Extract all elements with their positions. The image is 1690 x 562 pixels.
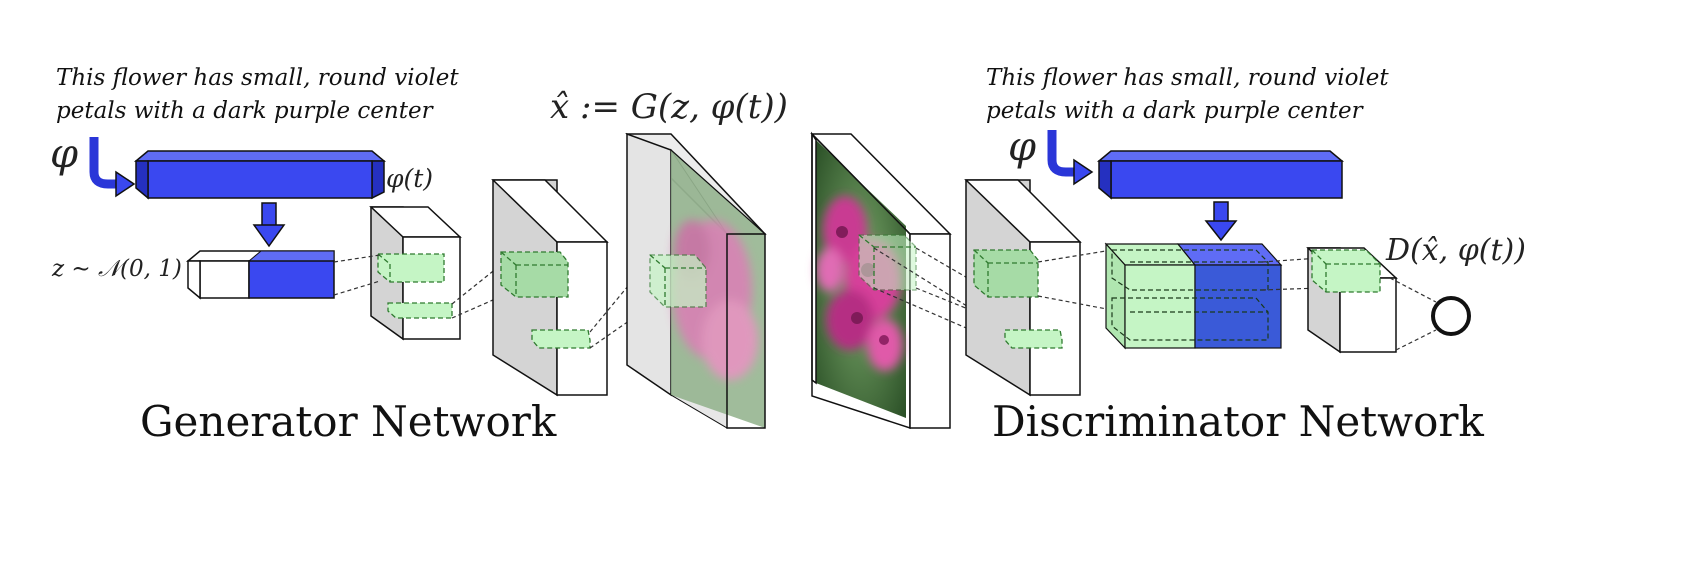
connector-lines bbox=[1037, 249, 1113, 311]
connector-lines bbox=[1389, 277, 1437, 351]
discriminator-down-arrow bbox=[1204, 201, 1238, 242]
generator-text-caption: This flower has small, round violet peta… bbox=[56, 62, 459, 128]
concatenated-feature-block bbox=[1104, 242, 1283, 350]
feature-patch bbox=[973, 249, 1039, 298]
generator-caption-line1: This flower has small, round violet bbox=[56, 65, 459, 91]
generated-image-label: x̂ := G(z, φ(t)) bbox=[550, 87, 788, 127]
discriminator-text-caption: This flower has small, round violet peta… bbox=[986, 62, 1389, 128]
generator-down-arrow bbox=[252, 202, 286, 248]
z-noise-label: z ∼ 𝒩(0, 1) bbox=[51, 256, 182, 282]
generator-caption-line2: petals with a dark purple center bbox=[56, 98, 433, 124]
discriminator-curved-arrow bbox=[1047, 130, 1094, 186]
generator-network-title: Generator Network bbox=[140, 397, 557, 446]
discriminator-phi-symbol: φ bbox=[1008, 124, 1036, 170]
feature-patch bbox=[1004, 329, 1063, 349]
discriminator-output-label: D(x̂, φ(t)) bbox=[1385, 233, 1526, 268]
real-flower-image bbox=[816, 140, 906, 418]
generator-phi-t-label: φ(t) bbox=[386, 164, 433, 193]
discriminator-caption-line2: petals with a dark purple center bbox=[986, 98, 1363, 124]
discriminator-caption-line1: This flower has small, round violet bbox=[986, 65, 1389, 91]
discriminator-text-embedding-bar bbox=[1096, 150, 1345, 200]
generator-curved-arrow bbox=[89, 137, 136, 198]
generator-phi-symbol: φ bbox=[50, 131, 78, 177]
generator-text-embedding-bar bbox=[133, 150, 387, 200]
discriminator-input-image-volume bbox=[810, 131, 952, 430]
discriminator-output-node bbox=[1431, 296, 1471, 336]
feature-patch bbox=[649, 254, 707, 308]
feature-patch bbox=[531, 329, 591, 349]
feature-patch bbox=[377, 253, 445, 283]
noise-concat-vector bbox=[185, 250, 335, 300]
connector-lines bbox=[1261, 257, 1321, 291]
connector-lines bbox=[589, 256, 653, 349]
feature-patch bbox=[500, 251, 569, 298]
discriminator-network-title: Discriminator Network bbox=[992, 397, 1484, 446]
feature-patch bbox=[387, 302, 453, 319]
feature-patch bbox=[858, 234, 917, 291]
feature-patch bbox=[1311, 249, 1381, 293]
